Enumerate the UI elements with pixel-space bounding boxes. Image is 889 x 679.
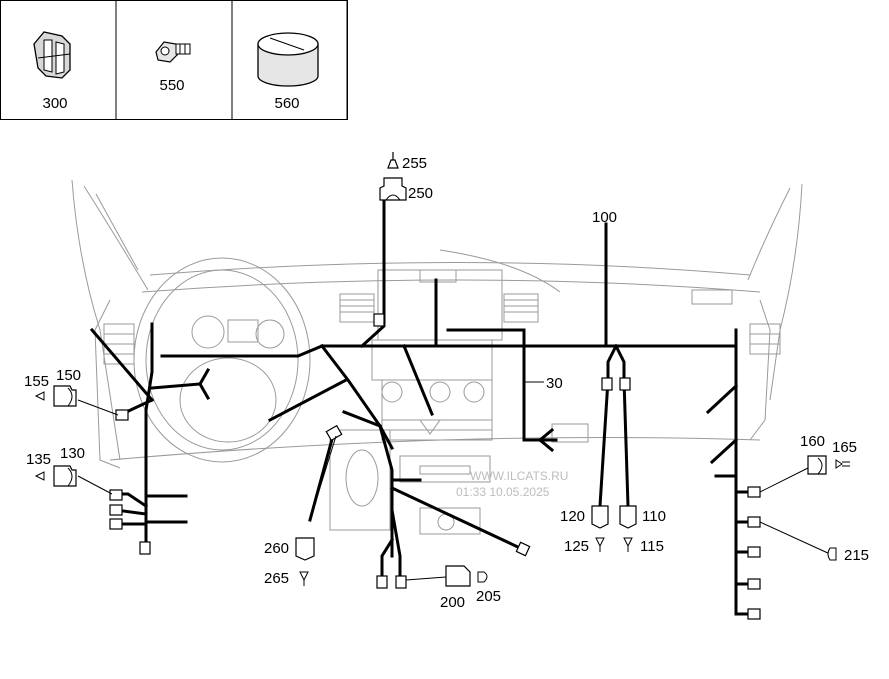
cylinder-icon — [257, 32, 319, 87]
callout-110: 110 — [642, 508, 666, 525]
callout-160: 160 — [800, 433, 825, 450]
callout-255: 255 — [402, 155, 427, 172]
part-number-300: 300 — [42, 95, 67, 112]
callout-265: 265 — [264, 570, 289, 587]
clip-icon — [33, 31, 71, 79]
callout-205: 205 — [476, 588, 501, 605]
part-number-560: 560 — [274, 95, 299, 112]
callout-150: 150 — [56, 367, 81, 384]
screw-fastener-icon — [155, 41, 191, 63]
parts-table: 300 550 560 — [0, 0, 348, 120]
callout-155: 155 — [24, 373, 49, 390]
callout-165: 165 — [832, 439, 857, 456]
callout-115: 115 — [640, 538, 664, 555]
callout-200: 200 — [440, 594, 465, 611]
callout-130: 130 — [60, 445, 85, 462]
callout-120: 120 — [560, 508, 585, 525]
callout-215: 215 — [844, 547, 869, 564]
leader-lines — [77, 381, 831, 581]
callout-labels: 255 250 100 30 155 150 135 130 160 165 1… — [24, 155, 869, 611]
component-symbols — [34, 152, 850, 587]
callout-100: 100 — [592, 209, 617, 226]
callout-135: 135 — [26, 451, 51, 468]
harness-connectors — [109, 313, 761, 620]
callout-260: 260 — [264, 540, 289, 557]
callout-250: 250 — [408, 185, 433, 202]
callout-30: 30 — [546, 375, 563, 392]
watermark-line2: 01:33 10.05.2025 — [456, 485, 550, 499]
watermark-line1: WWW.ILCATS.RU — [470, 469, 568, 483]
harness-main — [89, 194, 752, 616]
callout-125: 125 — [564, 538, 589, 555]
watermark: WWW.ILCATS.RU 01:33 10.05.2025 — [456, 469, 568, 499]
part-number-550: 550 — [159, 77, 184, 94]
